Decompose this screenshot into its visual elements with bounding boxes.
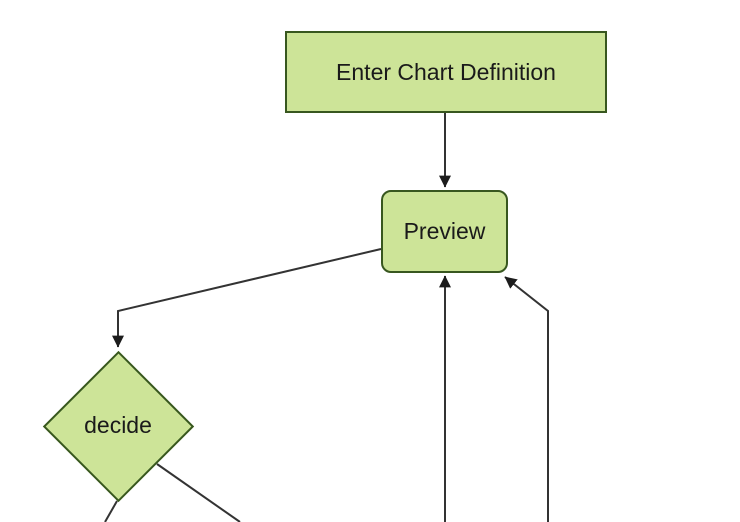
edge-offscreen-to-preview-corner: [504, 276, 549, 522]
node-preview-label: Preview: [403, 218, 486, 244]
node-preview: Preview: [381, 190, 508, 273]
edge-preview-to-decide: [112, 248, 382, 348]
edge-decide-to-offscreen-right: [156, 463, 241, 522]
node-decide-label: decide: [84, 412, 152, 438]
node-enter-chart-definition-label: Enter Chart Definition: [336, 58, 556, 85]
node-enter-chart-definition: Enter Chart Definition: [285, 31, 607, 113]
edge-decide-to-offscreen-left: [104, 500, 118, 522]
